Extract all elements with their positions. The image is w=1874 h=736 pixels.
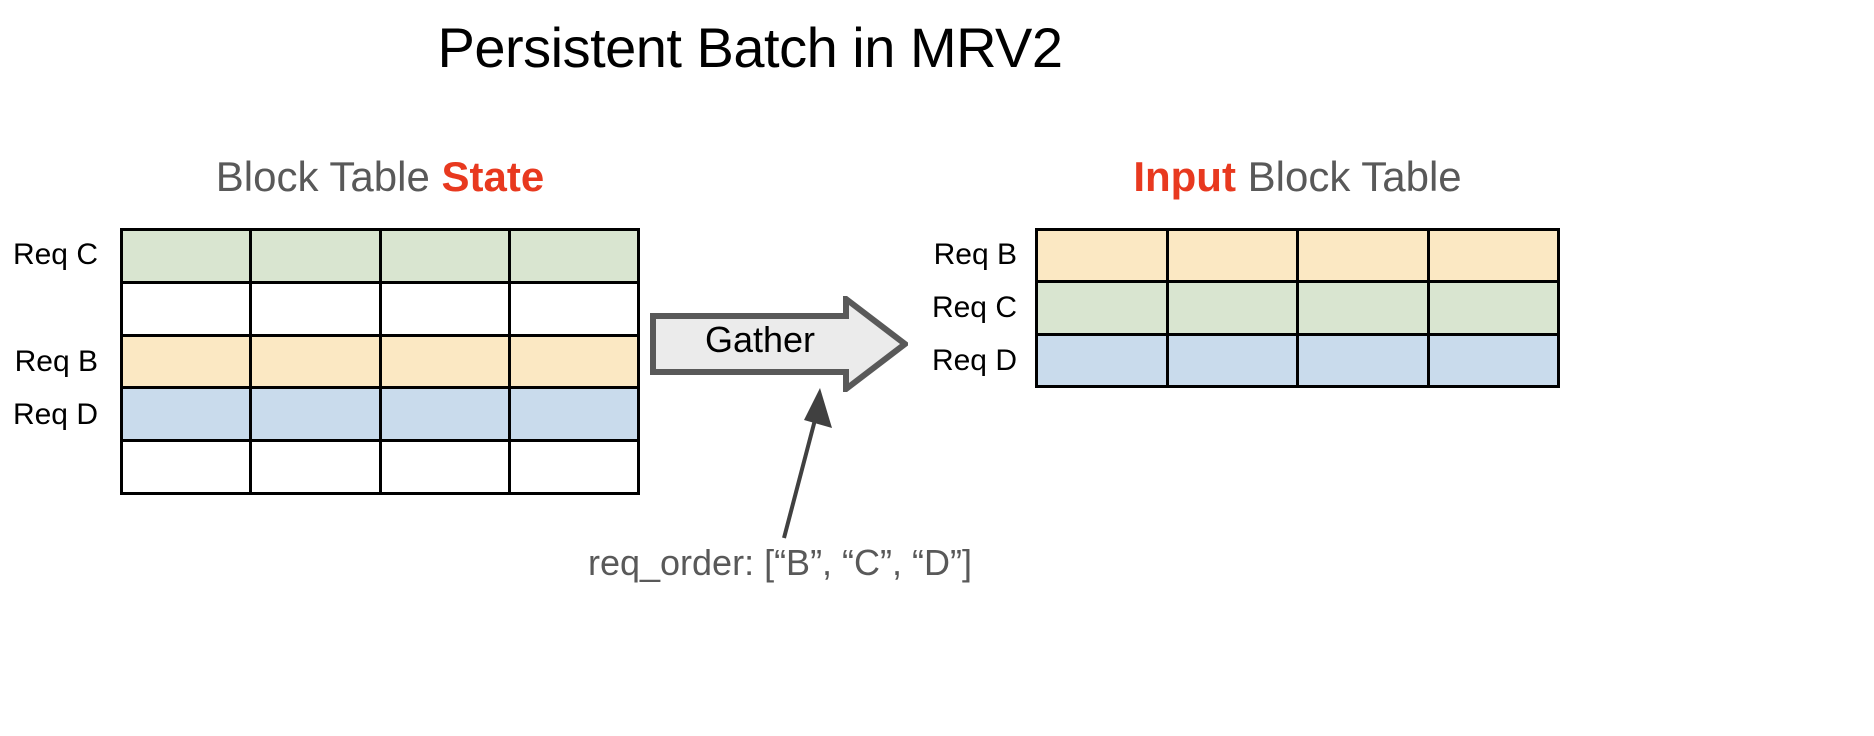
- block-table-state-cell-r3-c0: [123, 389, 250, 440]
- gather-label: Gather: [704, 319, 816, 360]
- left-panel-heading: Block Table State: [120, 152, 640, 202]
- left-heading-accent: State: [441, 153, 545, 200]
- left-heading-prefix: Block Table: [215, 153, 442, 200]
- right-row-label-req-d: Req D: [931, 344, 1017, 378]
- right-row-label-req-b: Req B: [933, 237, 1017, 271]
- input-block-table-cell-r0-c0: [1038, 231, 1166, 281]
- block-table-state-cell-r3-c3: [510, 389, 637, 440]
- input-block-table-cell-r2-c3: [1429, 335, 1557, 385]
- input-block-table-cell-r2-c2: [1299, 335, 1427, 385]
- block-table-state-cell-r1-c3: [510, 283, 637, 334]
- block-table-state-cell-r2-c1: [252, 336, 379, 387]
- gather-block-arrow-icon: [650, 296, 908, 392]
- req-order-caption: req_order: [“B”, “C”, “D”]: [587, 542, 973, 583]
- right-heading-suffix: Block Table: [1235, 153, 1462, 200]
- right-panel-heading: Input Block Table: [1035, 152, 1560, 202]
- right-heading-accent: Input: [1133, 153, 1236, 200]
- block-table-state-cell-r0-c2: [381, 231, 508, 281]
- right-row-label-req-c: Req C: [931, 291, 1017, 324]
- page-title: Persistent Batch in MRV2: [437, 16, 1063, 79]
- block-table-state-cell-r3-c2: [381, 389, 508, 440]
- left-row-label-req-d: Req D: [12, 397, 98, 431]
- block-table-state-cell-r2-c2: [381, 336, 508, 387]
- block-table-state-cell-r2-c3: [510, 336, 637, 387]
- input-block-table-cell-r1-c2: [1299, 283, 1427, 333]
- block-table-state-cell-r1-c0: [123, 283, 250, 334]
- input-block-table-cell-r0-c1: [1168, 231, 1296, 281]
- block-table-state-cell-r4-c3: [510, 442, 637, 492]
- block-table-state-cell-r2-c0: [123, 336, 250, 387]
- block-table-state-cell-r0-c0: [123, 231, 250, 281]
- block-table-state-cell-r1-c1: [252, 283, 379, 334]
- input-block-table-cell-r1-c1: [1168, 283, 1296, 333]
- input-block-table-cell-r0-c2: [1299, 231, 1427, 281]
- left-row-label-req-c: Req C: [12, 237, 98, 271]
- block-table-state-cell-r4-c2: [381, 442, 508, 492]
- block-table-state-cell-r4-c0: [123, 442, 250, 492]
- block-table-state-cell-r0-c1: [252, 231, 379, 281]
- left-row-label-req-b: Req B: [14, 344, 98, 378]
- input-block-table-grid: [1035, 228, 1560, 388]
- block-table-state-grid: [120, 228, 640, 495]
- block-table-state-cell-r3-c1: [252, 389, 379, 440]
- input-block-table-cell-r1-c3: [1429, 283, 1557, 333]
- block-table-state-cell-r1-c2: [381, 283, 508, 334]
- req-order-pointer-arrow-icon: [782, 388, 832, 539]
- input-block-table-cell-r0-c3: [1429, 231, 1557, 281]
- input-block-table-cell-r2-c0: [1038, 335, 1166, 385]
- block-table-state-cell-r0-c3: [510, 231, 637, 281]
- input-block-table-cell-r1-c0: [1038, 283, 1166, 333]
- block-table-state-cell-r4-c1: [252, 442, 379, 492]
- input-block-table-cell-r2-c1: [1168, 335, 1296, 385]
